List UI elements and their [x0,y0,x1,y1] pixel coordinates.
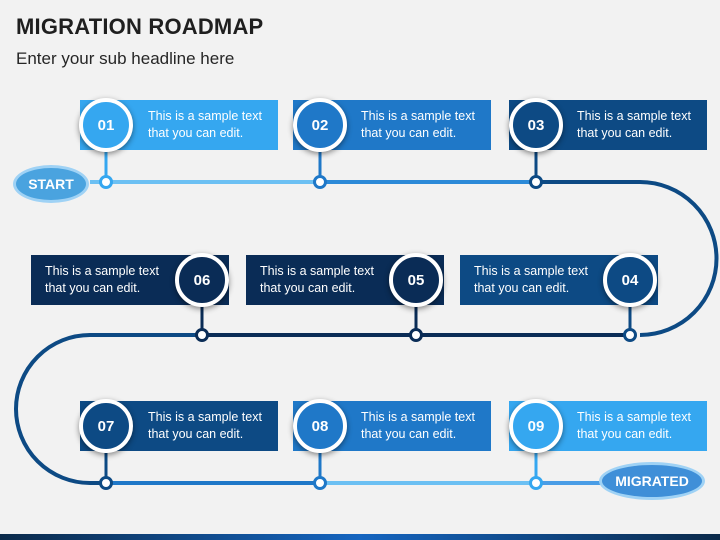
step-06-badge: 06 [175,253,229,307]
step-03-badge: 03 [509,98,563,152]
step-07-badge: 07 [79,399,133,453]
step-08-badge: 08 [293,399,347,453]
milestone-dot-06 [195,328,209,342]
milestone-dot-08 [313,476,327,490]
page-subtitle: Enter your sub headline here [16,49,235,68]
step-09-badge: 09 [509,399,563,453]
step-04-badge: 04 [603,253,657,307]
step-01-badge: 01 [79,98,133,152]
step-02-badge: 02 [293,98,347,152]
milestone-dot-05 [409,328,423,342]
footer-bar [0,534,720,540]
start-endpoint: START [13,165,89,203]
page-title: MIGRATION ROADMAP [16,14,264,39]
milestone-dot-07 [99,476,113,490]
milestone-dot-09 [529,476,543,490]
milestone-dot-03 [529,175,543,189]
milestone-dot-02 [313,175,327,189]
milestone-dot-01 [99,175,113,189]
step-05-badge: 05 [389,253,443,307]
migrated-endpoint: MIGRATED [599,462,705,500]
milestone-dot-04 [623,328,637,342]
